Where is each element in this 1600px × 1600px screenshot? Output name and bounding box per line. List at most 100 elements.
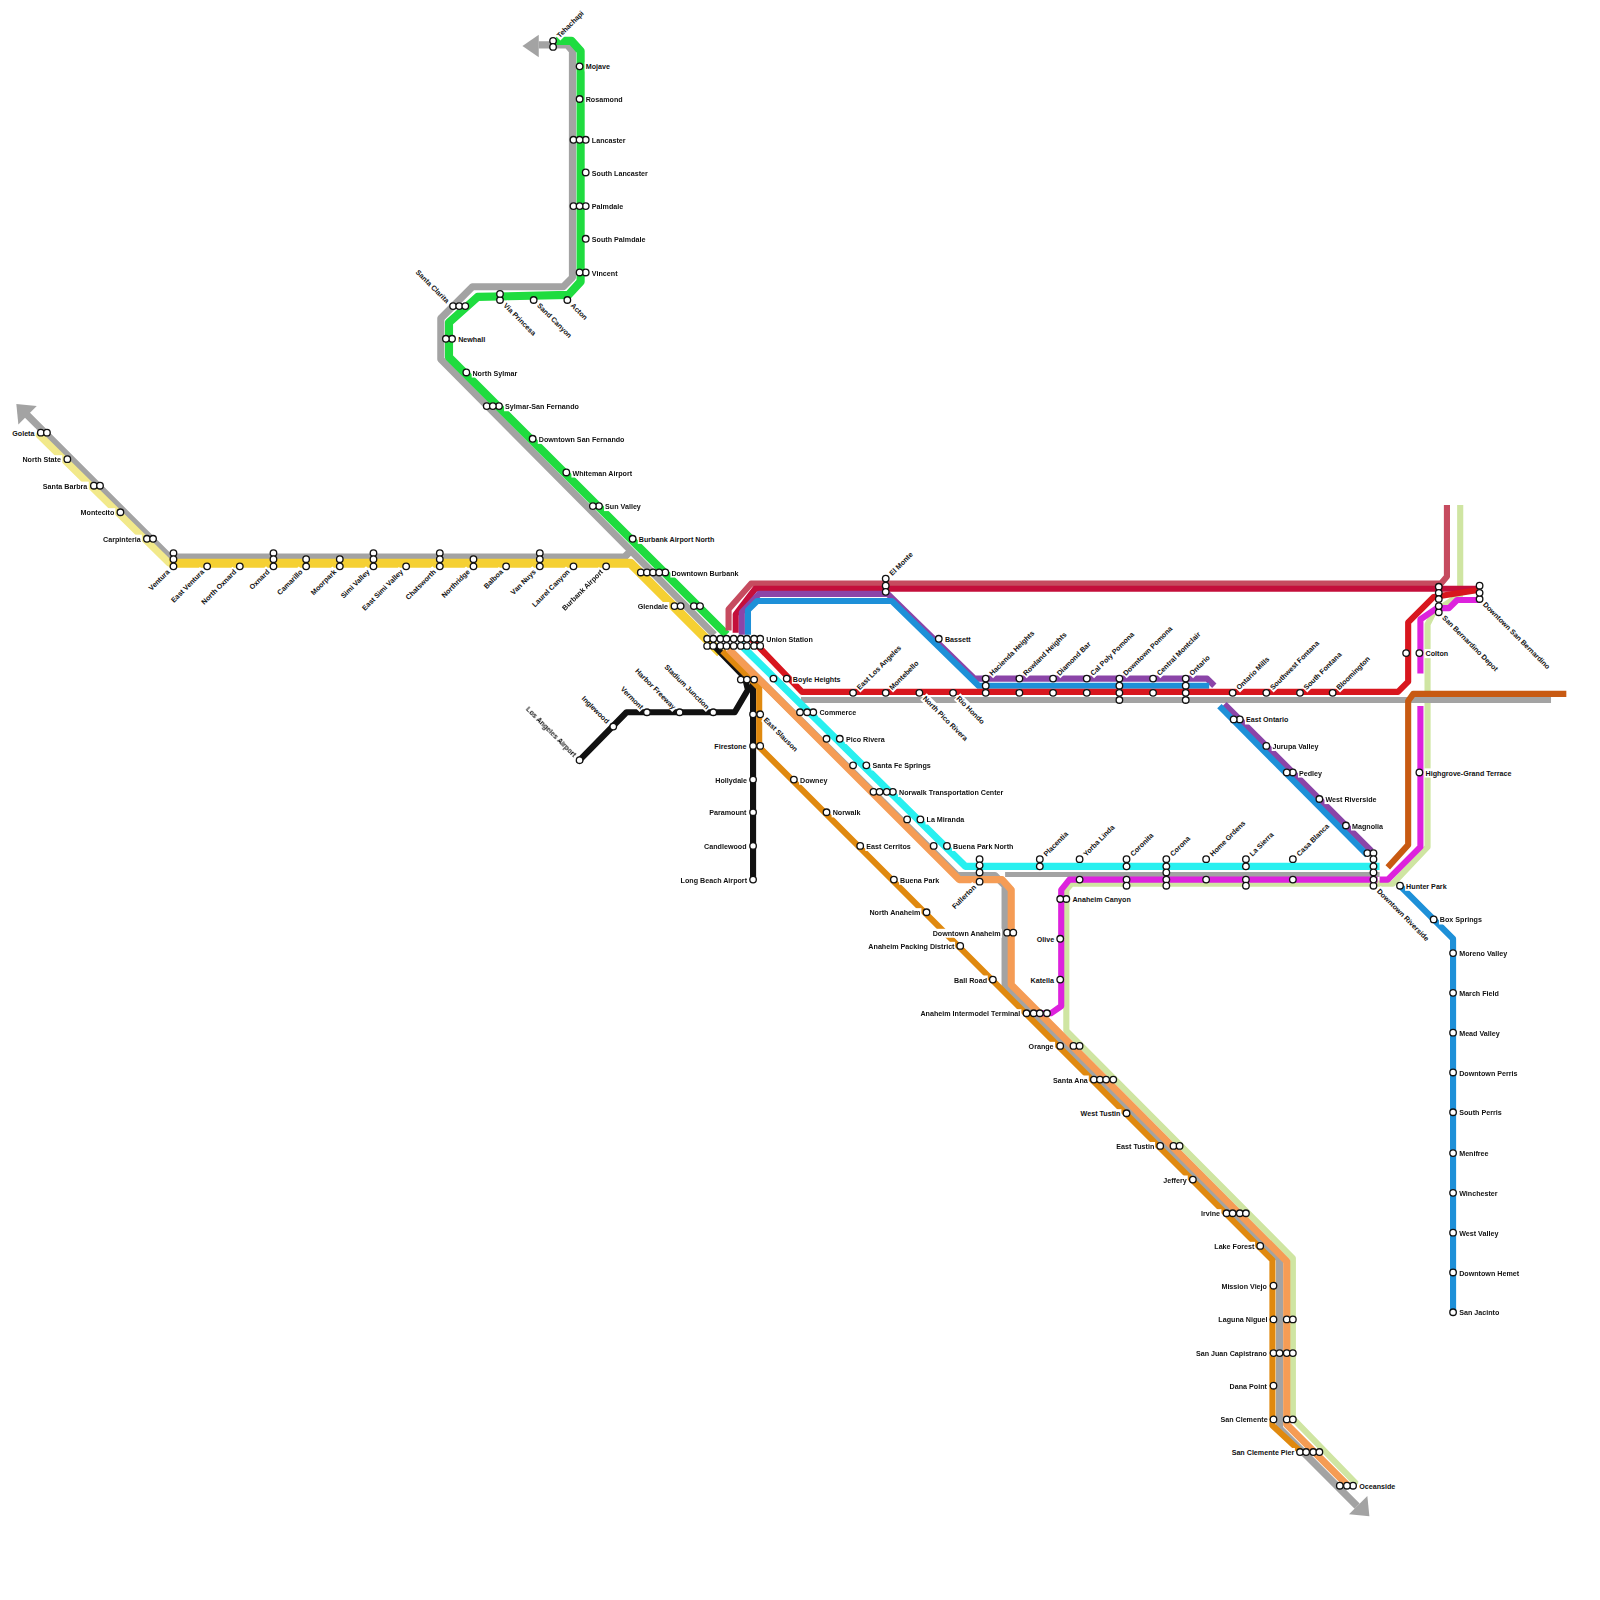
- station-label: North State: [21, 455, 62, 464]
- station-dot: [757, 711, 764, 718]
- station-dot: [490, 403, 497, 410]
- station-dot: [1023, 1010, 1030, 1017]
- station-label: Hunter Park: [1405, 881, 1448, 890]
- station-dot: [957, 943, 964, 950]
- rail-route: [449, 41, 727, 635]
- rail-route: [801, 697, 1551, 703]
- station-dot: [930, 843, 937, 850]
- station-dot: [403, 563, 410, 570]
- station-dot: [770, 675, 777, 682]
- station-dot: [1229, 1210, 1236, 1217]
- station-label: Pico Rivera: [845, 734, 886, 743]
- station-label: Downey: [799, 775, 828, 784]
- station-dot: [916, 690, 923, 697]
- station-dot: [576, 63, 583, 70]
- station-dot: [750, 809, 757, 816]
- station-dot: [1316, 796, 1323, 803]
- station-label: South Lancaster: [591, 168, 649, 177]
- station-label: Anaheim Canyon: [1071, 894, 1131, 903]
- station-dot: [1182, 682, 1189, 689]
- station-dot: [610, 723, 617, 730]
- station-label: San Clemente: [1219, 1415, 1268, 1424]
- station-dot: [676, 709, 683, 716]
- station-dot: [1450, 1109, 1457, 1116]
- rail-route: [169, 563, 720, 653]
- station-label: Winchester: [1458, 1188, 1498, 1197]
- station-dot: [1436, 596, 1443, 603]
- station-label: Norwalk Transportation Center: [898, 787, 1004, 796]
- station-dot: [730, 643, 737, 650]
- rail-route: [1388, 694, 1567, 867]
- station-dot: [1116, 675, 1123, 682]
- station-label: Jeffery: [1162, 1175, 1187, 1184]
- station-label: Moorpark: [308, 567, 339, 598]
- station-dot: [744, 636, 751, 643]
- station-label: Ball Road: [953, 975, 988, 984]
- station-dot: [750, 743, 757, 750]
- station-label: South Perris: [1458, 1108, 1503, 1117]
- rail-route: [1066, 505, 1460, 1485]
- station-dot: [1370, 869, 1377, 876]
- station-dot: [1450, 1229, 1457, 1236]
- station-dot: [751, 676, 758, 683]
- station-label: West Tustin: [1080, 1109, 1122, 1118]
- station-label: Coronita: [1127, 830, 1156, 859]
- station-label: Santa Barbra: [42, 481, 89, 490]
- station-dot: [904, 816, 911, 823]
- station-label: Vincent: [591, 268, 619, 277]
- station-dot: [1163, 869, 1170, 876]
- station-label: Acton: [568, 300, 590, 322]
- station-dot: [1044, 1010, 1051, 1017]
- station-dot: [1270, 1316, 1277, 1323]
- station-dot: [783, 675, 790, 682]
- station-dot: [1163, 882, 1170, 889]
- station-dot: [1203, 856, 1210, 863]
- station-dot: [750, 711, 757, 718]
- station-dot: [1290, 1350, 1297, 1357]
- station-dot: [370, 556, 377, 563]
- station-dot: [170, 563, 177, 570]
- station-dot: [982, 682, 989, 689]
- station-dot: [117, 509, 124, 516]
- station-label: Camarillo: [275, 567, 306, 598]
- station-dot: [1290, 1316, 1297, 1323]
- station-label: Rosamond: [585, 94, 624, 103]
- station-dot: [1116, 690, 1123, 697]
- continuation-arrow: [16, 404, 36, 424]
- station-dot: [1037, 1010, 1044, 1017]
- station-label: San Bernardino Depot: [1439, 613, 1500, 674]
- station-label: Newhall: [457, 334, 486, 343]
- station-label: Colton: [1424, 648, 1449, 657]
- station-label: Hollydale: [714, 775, 748, 784]
- station-dot: [791, 776, 798, 783]
- station-dot: [1243, 856, 1250, 863]
- station-dot: [1190, 1176, 1197, 1183]
- station-dot: [1103, 1076, 1110, 1083]
- station-dot: [204, 563, 211, 570]
- station-dot: [64, 456, 71, 463]
- station-label: Downtown Anaheim: [932, 928, 1002, 937]
- station-dot: [1182, 697, 1189, 704]
- station-dot: [576, 96, 583, 103]
- station-label: Downtown Hemet: [1458, 1268, 1520, 1277]
- station-dot: [744, 676, 751, 683]
- station-dot: [1123, 1110, 1130, 1117]
- station-label: Paramount: [708, 808, 747, 817]
- station-dot: [370, 563, 377, 570]
- station-label: Union Station: [765, 634, 813, 643]
- station-label: Casa Blanca: [1293, 821, 1331, 859]
- station-dot: [750, 776, 757, 783]
- station-label: Ontario Mills: [1233, 654, 1272, 693]
- station-dot: [529, 436, 536, 443]
- station-dot: [677, 603, 684, 610]
- station-dot: [1450, 1190, 1457, 1197]
- station-label: Dana Point: [1229, 1381, 1268, 1390]
- station-dot: [337, 556, 344, 563]
- station-dot: [757, 743, 764, 750]
- station-dot: [629, 536, 636, 543]
- station-label: Glendale: [637, 602, 669, 611]
- station-label: Downtown San Fernando: [538, 434, 626, 443]
- station-label: West Riverside: [1324, 794, 1377, 803]
- station-label: La Sierra: [1246, 829, 1276, 859]
- station-label: North Sylmar: [471, 368, 518, 377]
